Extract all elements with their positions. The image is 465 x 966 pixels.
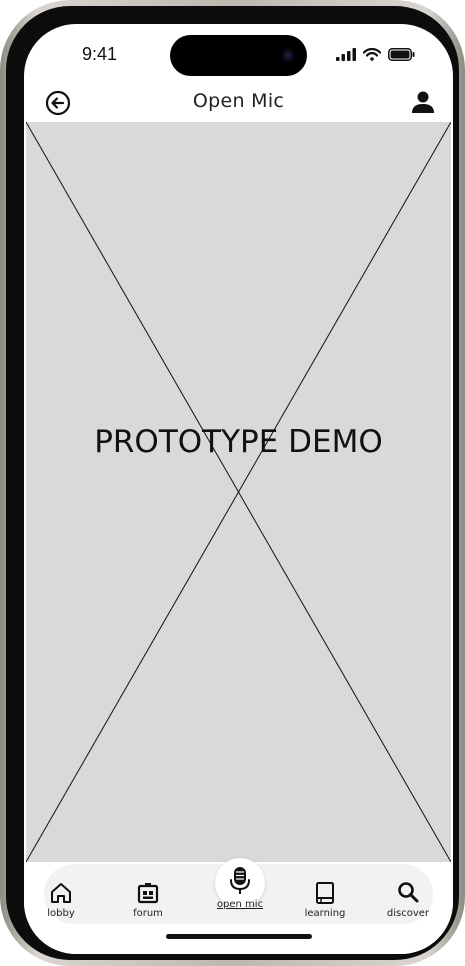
tab-discover[interactable]: discover: [373, 880, 443, 919]
signal-icon: [336, 48, 356, 61]
user-icon: [412, 91, 434, 113]
tab-label: lobby: [47, 908, 75, 919]
prototype-placeholder: PROTOTYPE DEMO: [26, 122, 451, 862]
tab-learning[interactable]: learning: [290, 880, 360, 919]
back-button[interactable]: [44, 89, 72, 117]
home-icon: [51, 883, 71, 903]
status-icons: [336, 48, 415, 61]
page-title: Open Mic: [192, 90, 285, 112]
tab-label: learning: [304, 908, 346, 919]
prototype-label: PROTOTYPE DEMO: [94, 424, 383, 460]
book-icon: [316, 882, 334, 904]
tab-lobby[interactable]: lobby: [26, 880, 96, 919]
camera-icon: [282, 49, 294, 61]
placeholder-cross: [26, 122, 451, 862]
phone-screen: 9:41: [24, 24, 453, 954]
tab-label: discover: [386, 908, 430, 919]
status-time: 9:41: [82, 44, 118, 64]
home-indicator[interactable]: [166, 934, 312, 939]
back-arrow-icon: [45, 90, 71, 116]
search-icon: [398, 882, 419, 903]
tab-label: open mic: [216, 899, 264, 910]
dynamic-island: [170, 35, 307, 76]
battery-icon: [388, 48, 415, 61]
bottom-tab-bar: lobby forum: [24, 858, 453, 954]
wifi-icon: [363, 48, 381, 61]
profile-button[interactable]: [409, 88, 437, 116]
tab-forum[interactable]: forum: [113, 880, 183, 919]
phone-bezel: 9:41: [6, 6, 459, 960]
tab-label: forum: [133, 908, 163, 919]
app-header: Open Mic: [24, 84, 453, 122]
forum-icon: [137, 883, 159, 904]
microphone-icon: [230, 867, 250, 894]
tab-open-mic[interactable]: open mic: [205, 867, 275, 910]
